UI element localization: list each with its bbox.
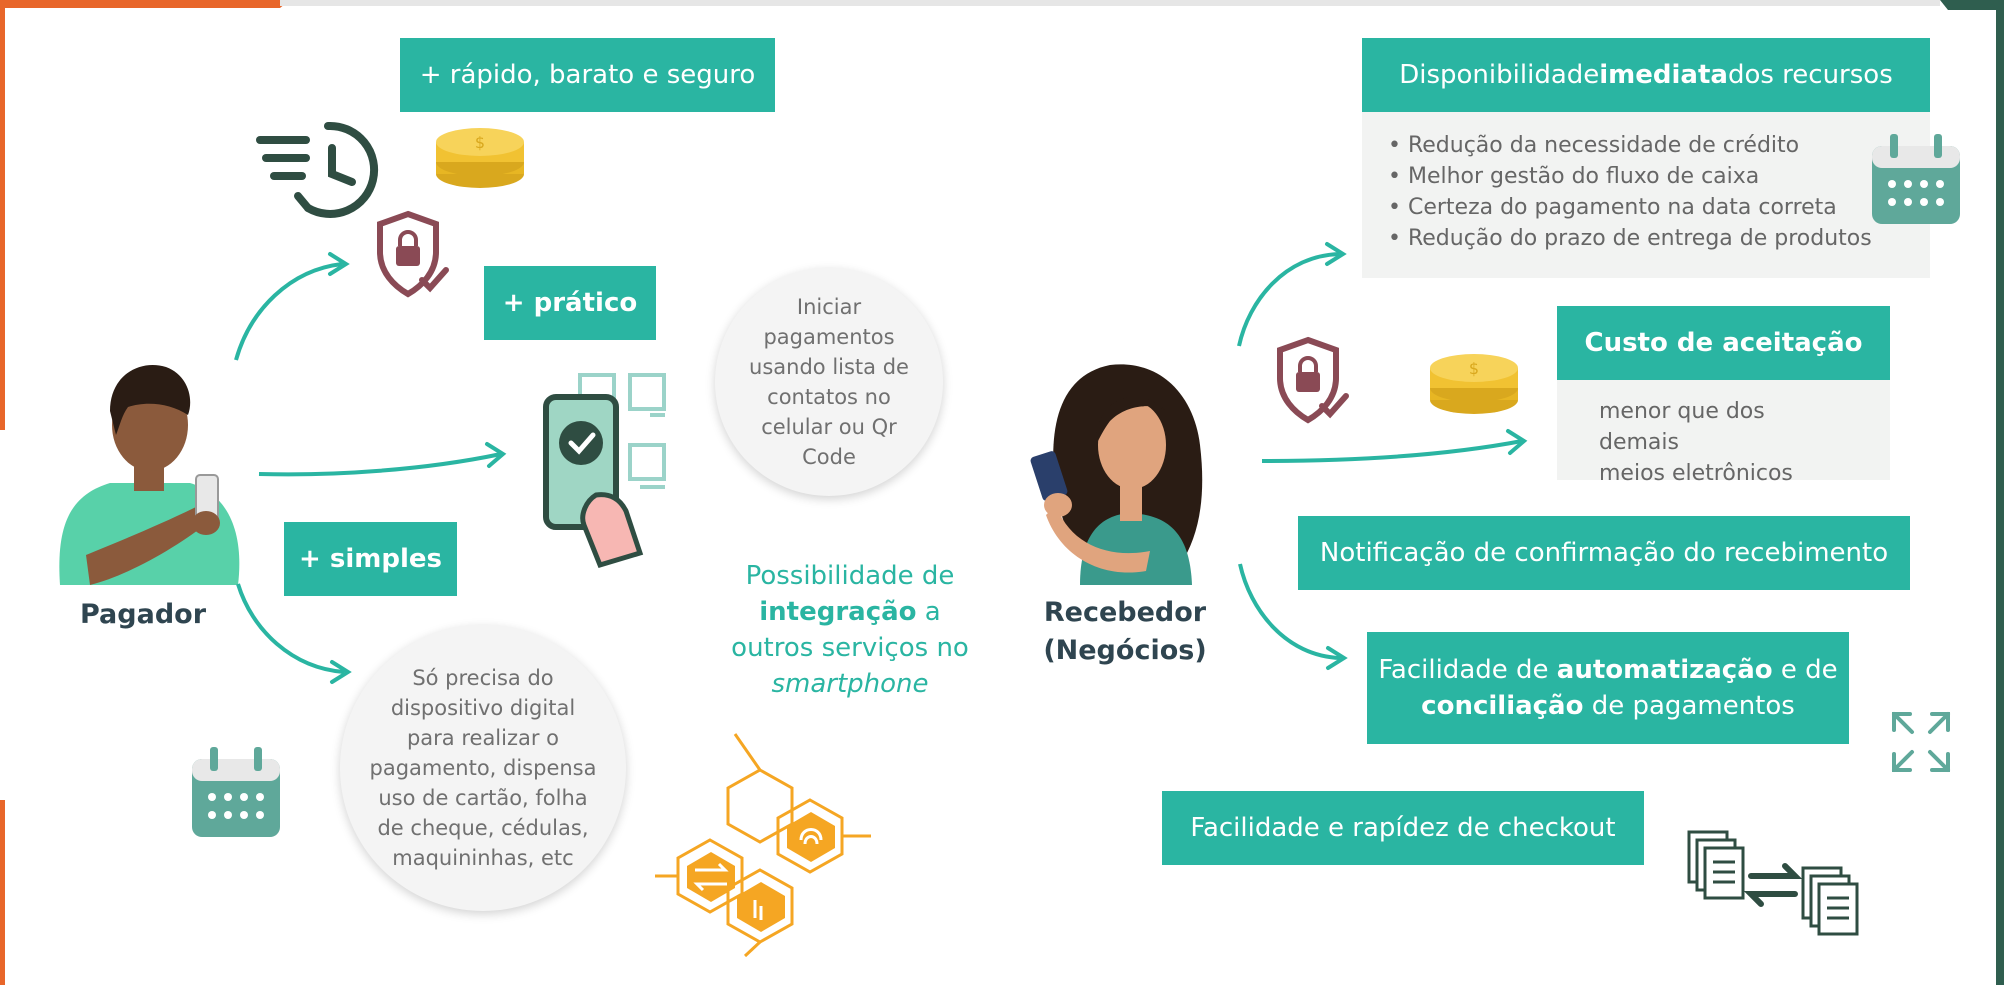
availability-bold: imediata <box>1599 60 1728 90</box>
automation-line1: Facilidade de automatização e de <box>1378 652 1837 688</box>
automation-bold2: conciliação <box>1421 691 1584 721</box>
benefit-fast-text: + rápido, barato e seguro <box>419 60 756 90</box>
availability-bullet: • Melhor gestão do fluxo de caixa <box>1388 164 1760 189</box>
automation-pre: Facilidade de <box>1378 655 1557 685</box>
hexagon-integration-icon <box>655 733 871 958</box>
integration-line2: integração a <box>720 594 980 630</box>
acceptance-box: Custo de aceitação <box>1557 306 1890 380</box>
receiver-label: Recebedor (Negócios) <box>1020 594 1230 670</box>
frame-top-line <box>280 0 1940 6</box>
payer-person-illustration <box>59 364 240 585</box>
practical-note-circle: Iniciar pagamentos usando lista de conta… <box>715 268 943 496</box>
acceptance-note-line2: meios eletrônicos <box>1599 461 1793 486</box>
expand-arrows-icon <box>1892 712 1950 772</box>
availability-box: Disponibilidade imediata dos recursos <box>1362 38 1930 112</box>
benefit-simple-box: + simples <box>284 522 457 596</box>
availability-pre: Disponibilidade <box>1399 60 1600 90</box>
checkout-text: Facilidade e rapídez de checkout <box>1190 813 1616 843</box>
calendar-icon <box>192 747 280 837</box>
notification-text: Notificação de confirmação do recebiment… <box>1319 538 1889 568</box>
frame-top-right <box>1940 0 2004 10</box>
integration-line3: outros serviços no <box>731 633 969 663</box>
automation-mid: e de <box>1772 655 1838 685</box>
benefit-simple-text: + simples <box>299 544 442 574</box>
simple-note-circle: Só precisa do dispositivo digital para r… <box>340 625 626 911</box>
frame-right-edge <box>1996 0 2004 985</box>
svg-text:$: $ <box>475 133 485 152</box>
fast-clock-icon <box>256 121 379 218</box>
receiver-arrow-down <box>1238 563 1348 670</box>
frame-left-edge <box>0 0 5 985</box>
frame-corner-top-left <box>0 0 290 8</box>
benefit-practical-text: + prático <box>502 288 638 318</box>
acceptance-note-line1: menor que dos demais <box>1599 399 1765 455</box>
availability-bullet: • Redução do prazo de entrega de produto… <box>1388 226 1872 251</box>
benefit-fast-box: + rápido, barato e seguro <box>400 38 775 112</box>
notification-box: Notificação de confirmação do recebiment… <box>1298 516 1910 590</box>
payer-arrow-up <box>234 252 350 361</box>
integration-line2-rest: a <box>916 597 941 627</box>
automation-line2: conciliação de pagamentos <box>1421 688 1795 724</box>
acceptance-note: menor que dos demais meios eletrônicos <box>1557 380 1890 486</box>
shield-lock-icon <box>1277 336 1349 424</box>
practical-note-text: Iniciar pagamentos usando lista de conta… <box>749 295 909 469</box>
coins-icon: $ <box>436 128 524 188</box>
calendar-icon <box>1872 134 1960 224</box>
receiver-arrow-up <box>1237 242 1347 347</box>
shield-lock-icon <box>377 210 449 298</box>
receiver-arrow-middle <box>1261 429 1528 463</box>
coins-icon: $ <box>1430 354 1518 414</box>
availability-bullet: • Certeza do pagamento na data correta <box>1388 195 1837 220</box>
automation-post: de pagamentos <box>1583 691 1795 721</box>
availability-post: dos recursos <box>1727 60 1893 90</box>
availability-bullet: • Redução da necessidade de crédito <box>1388 133 1800 158</box>
automation-box: Facilidade de automatização e de concili… <box>1367 632 1849 744</box>
payer-label: Pagador <box>68 596 218 634</box>
availability-bullets: • Redução da necessidade de crédito • Me… <box>1362 112 1930 278</box>
benefit-practical-box: + prático <box>484 266 656 340</box>
acceptance-title: Custo de aceitação <box>1584 328 1863 358</box>
integration-text: Possibilidade de integração a outros ser… <box>720 558 980 702</box>
payer-arrow-middle <box>258 442 507 477</box>
receiver-person-illustration <box>1030 364 1203 585</box>
phone-qr-icon <box>543 373 666 569</box>
receiver-label-line1: Recebedor <box>1043 597 1207 628</box>
payer-arrow-down <box>236 583 352 684</box>
payer-label-text: Pagador <box>79 599 207 630</box>
simple-note-text: Só precisa do dispositivo digital para r… <box>369 666 597 870</box>
integration-line4: smartphone <box>720 666 980 702</box>
automation-bold1: automatização <box>1556 655 1773 685</box>
integration-bold: integração <box>759 597 917 627</box>
document-exchange-icon <box>1687 830 1859 936</box>
integration-italic: smartphone <box>771 669 929 699</box>
checkout-box: Facilidade e rapídez de checkout <box>1162 791 1644 865</box>
integration-line1: Possibilidade de <box>745 561 955 591</box>
receiver-label-line2: (Negócios) <box>1043 635 1207 666</box>
svg-text:$: $ <box>1469 359 1479 378</box>
